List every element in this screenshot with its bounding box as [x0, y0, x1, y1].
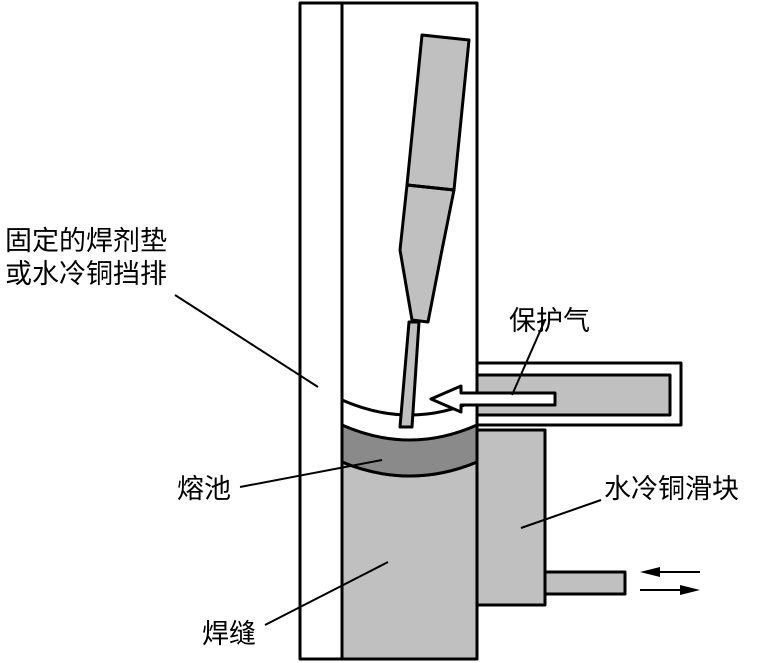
leader-weld-pool: [239, 459, 383, 488]
wire-electrode: [398, 320, 421, 429]
move-arrow-left-head: [640, 567, 660, 577]
label-shielding-gas: 保护气: [509, 306, 590, 337]
leader-fixed-backing: [174, 294, 319, 388]
leader-shielding-gas: [511, 319, 546, 396]
torch-joint-line: [406, 183, 455, 192]
label-weld-seam: 焊缝: [202, 619, 256, 650]
label-weld-pool: 熔池: [177, 474, 231, 505]
leader-copper-shoe: [520, 499, 602, 529]
gas-flow-arrow: [429, 384, 557, 414]
leader-weld-seam: [264, 561, 389, 626]
label-fixed-backing-line1: 固定的焊剂垫: [5, 226, 167, 257]
label-fixed-backing-line2: 或水冷铜挡排: [5, 259, 167, 290]
copper-shoe-rod: [543, 570, 627, 596]
weld-seam: [340, 460, 479, 661]
label-copper-shoe: 水冷铜滑块: [604, 474, 739, 505]
copper-shoe-body: [475, 428, 547, 607]
move-arrow-right-head: [680, 585, 700, 595]
